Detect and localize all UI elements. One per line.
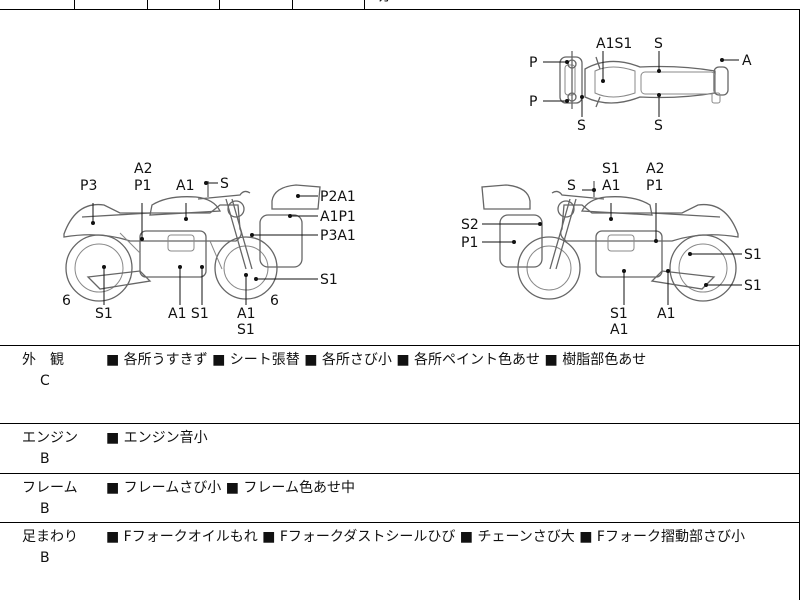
label-left-p2a1: P2A1: [320, 189, 356, 205]
condition-items: ■ フレームさび小 ■ フレーム色あせ中: [106, 480, 355, 496]
header-cell-divider: [219, 0, 220, 9]
condition-category: 外 観: [22, 352, 64, 368]
label-left-s-mirror: S: [220, 176, 229, 192]
top-view-motorcycle: [559, 51, 729, 109]
label-top-s: S: [654, 36, 663, 52]
condition-row-engine: エンジン B ■ エンジン音小: [0, 424, 800, 474]
label-left-a2: A2: [134, 161, 152, 177]
header-table-strip: ガ: [0, 0, 800, 10]
label-right-s1-right-bottom: S1: [744, 278, 762, 294]
label-top-s-lower-left: S: [577, 118, 586, 134]
condition-row-suspension: 足まわり B ■ Fフォークオイルもれ ■ Fフォークダストシールひび ■ チェ…: [0, 523, 800, 600]
label-right-p1-left: P1: [461, 235, 478, 251]
condition-grade: B: [40, 550, 50, 566]
header-fragment-text: ガ: [378, 0, 391, 5]
label-left-6-right: 6: [270, 293, 279, 309]
condition-grade: B: [40, 501, 50, 517]
label-left-p3: P3: [80, 178, 97, 194]
condition-row-frame: フレーム B ■ フレームさび小 ■ フレーム色あせ中: [0, 474, 800, 523]
label-top-a1s1: A1S1: [596, 36, 632, 52]
label-right-s2: S2: [461, 217, 479, 233]
header-cell-divider: [147, 0, 148, 9]
label-right-s-left: S: [567, 178, 576, 194]
label-right-s1-bottom: S1: [610, 306, 628, 322]
label-right-a1-bottom: A1: [610, 322, 628, 338]
condition-category: フレーム: [22, 480, 78, 496]
label-left-a1p1: A1P1: [320, 209, 356, 225]
condition-grade: C: [40, 373, 50, 389]
label-right-a1-bottom-right: A1: [657, 306, 675, 322]
condition-items: ■ Fフォークオイルもれ ■ Fフォークダストシールひび ■ チェーンさび大 ■…: [106, 529, 745, 545]
label-top-a: A: [742, 53, 752, 69]
header-cell-divider: [74, 0, 75, 9]
label-right-p1-top: P1: [646, 178, 663, 194]
label-right-s1-top: S1: [602, 161, 620, 177]
label-left-s1-bottom: S1: [95, 306, 113, 322]
condition-category: 足まわり: [22, 529, 78, 545]
label-top-p-upper: P: [529, 55, 537, 71]
right-side-markers: [482, 188, 742, 305]
condition-items: ■ 各所うすきず ■ シート張替 ■ 各所さび小 ■ 各所ペイント色あせ ■ 樹…: [106, 352, 647, 368]
damage-diagram: A1S1 S P A P S S: [0, 9, 800, 346]
header-cell-divider: [292, 0, 293, 9]
condition-grade: B: [40, 451, 50, 467]
left-side-markers: [91, 181, 318, 305]
condition-row-exterior: 外 観 C ■ 各所うすきず ■ シート張替 ■ 各所さび小 ■ 各所ペイント色…: [0, 346, 800, 424]
condition-items: ■ エンジン音小: [106, 430, 208, 446]
condition-category: エンジン: [22, 430, 78, 446]
label-left-a1-tank: A1: [176, 178, 194, 194]
motorcycle-diagram-svg: A1S1 S P A P S S: [62, 36, 762, 338]
label-left-a1-bottom: A1: [237, 306, 255, 322]
label-left-s1-very-bottom: S1: [237, 322, 255, 338]
label-left-a1s1-bottom: A1 S1: [168, 306, 209, 322]
label-left-s1-right: S1: [320, 272, 338, 288]
right-side-motorcycle: [481, 181, 739, 302]
label-left-p3a1: P3A1: [320, 228, 356, 244]
header-cell-divider: [364, 0, 365, 9]
left-side-motorcycle: [63, 181, 321, 302]
label-top-p-lower: P: [529, 94, 537, 110]
label-left-6: 6: [62, 293, 71, 309]
label-right-a2: A2: [646, 161, 664, 177]
top-view-markers: [543, 51, 739, 117]
label-right-s1-right-top: S1: [744, 247, 762, 263]
label-left-p1: P1: [134, 178, 151, 194]
label-right-a1-top: A1: [602, 178, 620, 194]
label-top-s-lower-right: S: [654, 118, 663, 134]
